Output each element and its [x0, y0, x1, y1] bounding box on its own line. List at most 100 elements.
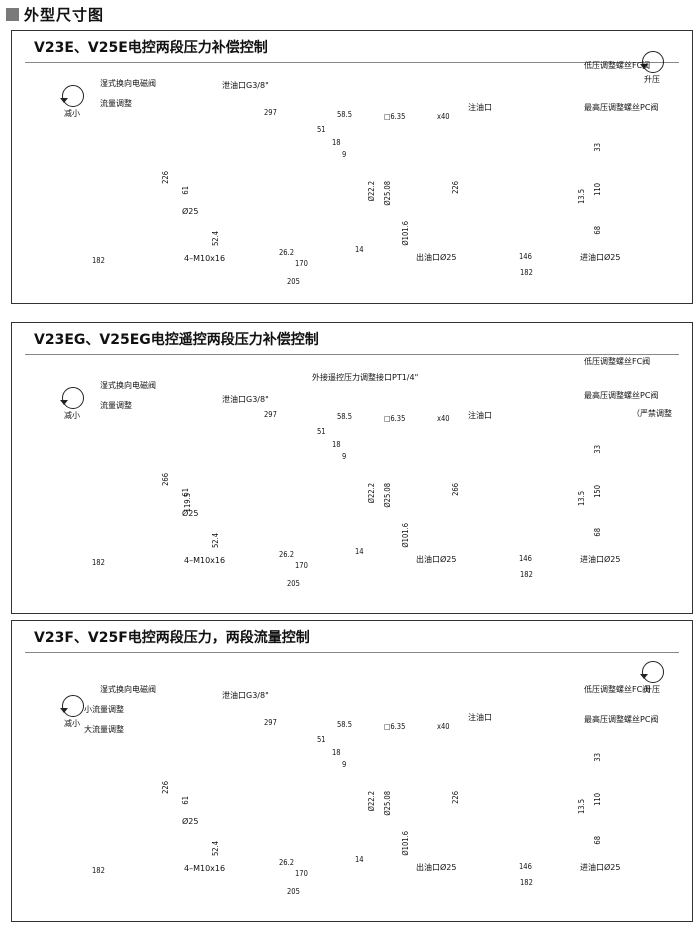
- reduce-rotation-icon: [60, 85, 84, 107]
- dim-14: 14: [355, 855, 364, 864]
- drain-port-label: 泄油口G3/8": [222, 81, 269, 90]
- inlet-port-label: 进油口Ø25: [580, 863, 621, 872]
- panel-title: V23F、V25F电控两段压力，两段流量控制: [34, 630, 310, 646]
- reduce-rotation-icon: [60, 387, 84, 409]
- fill-port-label: 注油口: [468, 103, 492, 112]
- increase-rotation-icon: [640, 51, 664, 73]
- dim-9: 9: [342, 150, 347, 159]
- dim-146: 146: [519, 554, 532, 563]
- increase-label: 升压: [644, 75, 660, 84]
- dim-26-2: 26.2: [279, 858, 295, 867]
- dim-18: 18: [332, 138, 341, 147]
- dim-14: 14: [355, 245, 364, 254]
- shaft-dia-2: Ø25.08: [383, 483, 392, 508]
- dim-182-left: 182: [92, 866, 105, 875]
- dim-182-left: 182: [92, 256, 105, 265]
- bore-label: Ø25: [182, 207, 199, 216]
- title-divider: [25, 62, 679, 63]
- key-dim: □6.35: [384, 414, 406, 423]
- pilot-dia: Ø101.6: [401, 831, 410, 856]
- dim-58-5: 58.5: [337, 720, 353, 729]
- dim-52-4: 52.4: [211, 231, 220, 247]
- dim-205: 205: [287, 887, 300, 896]
- dim-right-mid: 110: [593, 793, 602, 806]
- dim-52-4: 52.4: [211, 841, 220, 857]
- dim-13-5: 13.5: [577, 189, 586, 205]
- low-fc-label: 低压调整螺丝FC阀: [584, 685, 651, 694]
- fill-port-label: 注油口: [468, 713, 492, 722]
- key-dim: □6.35: [384, 722, 406, 731]
- dim-height-right: 226: [451, 791, 460, 804]
- dim-205: 205: [287, 579, 300, 588]
- dim-61: 61: [181, 186, 190, 195]
- key-x40: x40: [437, 112, 450, 121]
- dim-height-right: 226: [451, 181, 460, 194]
- dim-58-5: 58.5: [337, 412, 353, 421]
- bolts-label: 4–M10x16: [184, 556, 226, 565]
- bore-label: Ø25: [182, 509, 199, 518]
- solenoid-valve-label: 湿式换向电磁阀: [100, 79, 156, 88]
- title-divider: [25, 652, 679, 653]
- dim-58-5: 58.5: [337, 110, 353, 119]
- dim-51: 51: [317, 427, 326, 436]
- drain-port-label: 泄油口G3/8": [222, 395, 269, 404]
- panel-3: V23F、V25F电控两段压力，两段流量控制减小 升压 湿式换向电磁阀小流量调整大流…: [11, 620, 693, 922]
- solenoid-valve-label: 湿式换向电磁阀: [100, 381, 156, 390]
- shaft-dia-1: Ø22.2: [367, 483, 376, 504]
- dim-146: 146: [519, 252, 532, 261]
- bolts-label: 4–M10x16: [184, 254, 226, 263]
- outlet-port-label: 出油口Ø25: [416, 253, 457, 262]
- dim-33: 33: [593, 445, 602, 454]
- drain-port-label: 泄油口G3/8": [222, 691, 269, 700]
- dim-right-mid: 150: [593, 485, 602, 498]
- dim-33: 33: [593, 143, 602, 152]
- dim-51: 51: [317, 735, 326, 744]
- fill-port-label: 注油口: [468, 411, 492, 420]
- shaft-dia-1: Ø22.2: [367, 791, 376, 812]
- dim-297: 297: [264, 718, 277, 727]
- key-dim: □6.35: [384, 112, 406, 121]
- small-flow-label: 小流量调整: [84, 705, 124, 714]
- high-pc-label: 最高压调整螺丝PC阀: [584, 715, 659, 724]
- solenoid-valve-label: 湿式换向电磁阀: [100, 685, 156, 694]
- key-x40: x40: [437, 414, 450, 423]
- section-title: 外型尺寸图: [24, 5, 105, 24]
- dim-170: 170: [295, 869, 308, 878]
- dim-height-right: 266: [451, 483, 460, 496]
- header-square-icon: [6, 7, 19, 21]
- reduce-label: 减小: [64, 719, 80, 728]
- remote-port-label: 外接遥控压力调整接口PT1/4": [312, 373, 419, 382]
- increase-label: 升压: [644, 685, 660, 694]
- dim-170: 170: [295, 561, 308, 570]
- dim-170: 170: [295, 259, 308, 268]
- panel-title: V23EG、V25EG电控遥控两段压力补偿控制: [34, 332, 319, 348]
- inlet-port-label: 进油口Ø25: [580, 253, 621, 262]
- dim-68: 68: [593, 226, 602, 235]
- dim-33: 33: [593, 753, 602, 762]
- shaft-dia-1: Ø22.2: [367, 181, 376, 202]
- section-header: 外型尺寸图: [6, 3, 104, 25]
- dim-9: 9: [342, 760, 347, 769]
- bolts-label: 4–M10x16: [184, 864, 226, 873]
- dim-182-right: 182: [520, 570, 533, 579]
- shaft-dia-2: Ø25.08: [383, 791, 392, 816]
- dim-297: 297: [264, 108, 277, 117]
- high-pc-label: 最高压调整螺丝PC阀: [584, 103, 659, 112]
- dim-18: 18: [332, 440, 341, 449]
- dim-height-left: 226: [161, 171, 170, 184]
- large-flow-label: 大流量调整: [84, 725, 124, 734]
- high-pc-label: 最高压调整螺丝PC阀: [584, 391, 659, 400]
- dim-61: 61: [181, 796, 190, 805]
- dim-182-right: 182: [520, 268, 533, 277]
- dim-52-4: 52.4: [211, 533, 220, 549]
- dim-119-5: 119.5: [183, 493, 192, 513]
- dim-182-left: 182: [92, 558, 105, 567]
- dim-26-2: 26.2: [279, 248, 295, 257]
- shaft-dia-2: Ø25.08: [383, 181, 392, 206]
- dim-26-2: 26.2: [279, 550, 295, 559]
- title-divider: [25, 354, 679, 355]
- panel-title: V23E、V25E电控两段压力补偿控制: [34, 40, 268, 56]
- dim-13-5: 13.5: [577, 799, 586, 815]
